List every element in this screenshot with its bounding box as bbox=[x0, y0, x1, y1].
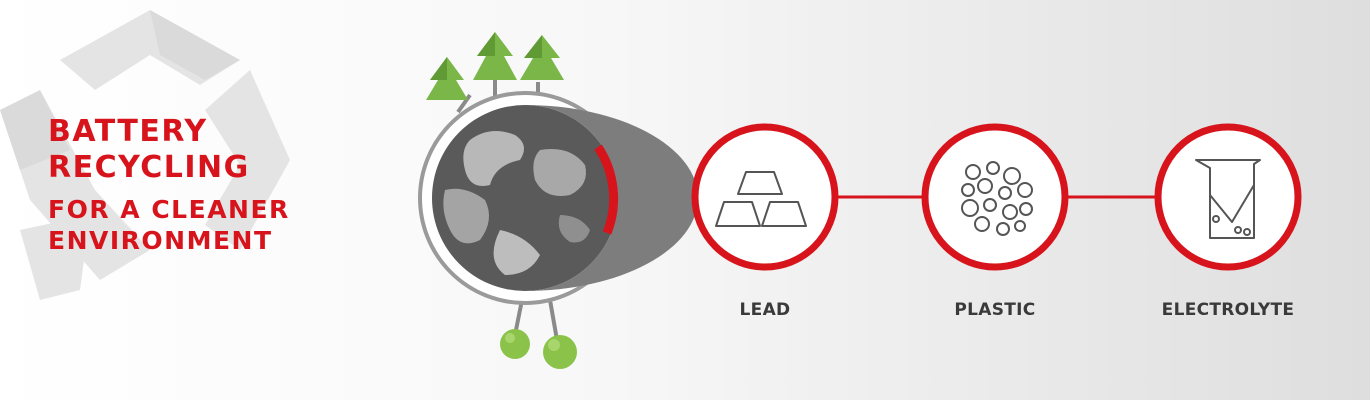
headline-line-3: FOR A CLEANER bbox=[48, 195, 290, 224]
headline-line-2: RECYCLING bbox=[48, 150, 250, 185]
tree-icon bbox=[473, 32, 517, 100]
pellets-icon bbox=[961, 161, 1033, 236]
headline: BATTERY RECYCLING FOR A CLEANER ENVIRONM… bbox=[48, 114, 290, 256]
material-label-plastic: PLASTIC bbox=[954, 300, 1036, 320]
headline-line-1: BATTERY bbox=[48, 114, 208, 149]
lead-circle bbox=[691, 123, 839, 271]
recycle-watermark-icon bbox=[0, 10, 290, 300]
headline-line-4: ENVIRONMENT bbox=[48, 226, 273, 255]
globe-icon bbox=[418, 91, 698, 305]
beaker-icon bbox=[1195, 159, 1261, 239]
tree-icon bbox=[426, 57, 472, 114]
material-label-lead: LEAD bbox=[739, 300, 791, 320]
material-label-electrolyte: ELECTROLYTE bbox=[1161, 300, 1295, 320]
plastic-circle bbox=[921, 123, 1069, 271]
leg-icon bbox=[500, 299, 577, 369]
ingots-icon bbox=[715, 171, 807, 227]
electrolyte-circle bbox=[1154, 123, 1302, 271]
